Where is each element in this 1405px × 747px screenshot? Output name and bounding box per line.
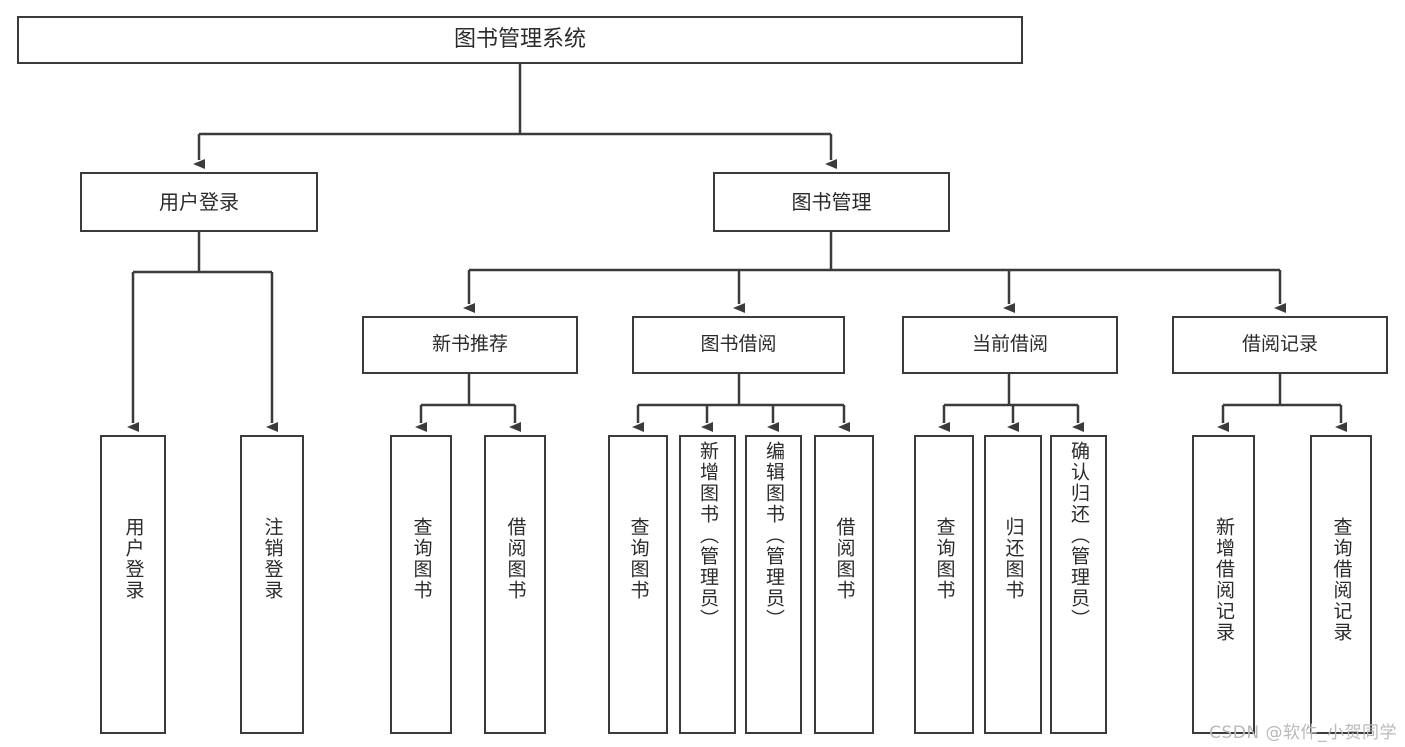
leaf-node-label: 用户登录 <box>122 517 145 601</box>
node-book-management[interactable]: 图书管理 <box>713 172 950 232</box>
leaf-node[interactable]: 借阅图书 <box>484 435 546 734</box>
node-borrowing-records-label: 借阅记录 <box>1241 333 1318 356</box>
leaf-node-label: 查询图书 <box>933 517 956 601</box>
leaf-node-label: 编辑图书（管理员） <box>763 441 785 630</box>
node-root-system[interactable]: 图书管理系统 <box>17 16 1023 64</box>
node-current-borrowing[interactable]: 当前借阅 <box>902 316 1118 374</box>
leaf-node[interactable]: 查询图书 <box>914 435 974 734</box>
leaf-node[interactable]: 查询图书 <box>390 435 452 734</box>
node-user-login-label: 用户登录 <box>159 189 239 214</box>
node-new-book-recommendation-label: 新书推荐 <box>431 333 508 356</box>
leaf-node[interactable]: 查询借阅记录 <box>1310 435 1372 734</box>
node-user-login[interactable]: 用户登录 <box>80 172 318 232</box>
node-borrowing-records[interactable]: 借阅记录 <box>1172 316 1388 374</box>
leaf-node-label: 确认归还（管理员） <box>1068 441 1090 630</box>
node-book-management-label: 图书管理 <box>791 189 872 214</box>
leaf-node-label: 查询图书 <box>627 517 650 601</box>
leaf-node-label: 借阅图书 <box>833 517 856 601</box>
leaf-node-label: 查询图书 <box>410 517 433 601</box>
leaf-node[interactable]: 确认归还（管理员） <box>1050 435 1107 734</box>
leaf-node[interactable]: 用户登录 <box>100 435 166 734</box>
leaf-node-label: 查询借阅记录 <box>1330 517 1353 643</box>
leaf-node[interactable]: 借阅图书 <box>814 435 874 734</box>
leaf-node[interactable]: 归还图书 <box>984 435 1042 734</box>
leaf-node[interactable]: 查询图书 <box>608 435 668 734</box>
node-book-borrowing[interactable]: 图书借阅 <box>632 316 845 374</box>
node-new-book-recommendation[interactable]: 新书推荐 <box>362 316 578 374</box>
leaf-node-label: 新增图书（管理员） <box>697 441 719 630</box>
watermark-text: CSDN @软件_小贺同学 <box>1209 723 1397 743</box>
leaf-node[interactable]: 新增图书（管理员） <box>679 435 736 734</box>
leaf-node-label: 注销登录 <box>261 517 284 601</box>
leaf-node-label: 借阅图书 <box>504 517 527 601</box>
leaf-node[interactable]: 编辑图书（管理员） <box>745 435 802 734</box>
leaf-node[interactable]: 新增借阅记录 <box>1192 435 1255 734</box>
leaf-node-label: 新增借阅记录 <box>1213 517 1235 643</box>
node-root-label: 图书管理系统 <box>453 27 586 53</box>
leaf-node-label: 归还图书 <box>1002 517 1025 601</box>
leaf-node[interactable]: 注销登录 <box>240 435 304 734</box>
node-book-borrowing-label: 图书借阅 <box>700 333 777 356</box>
node-current-borrowing-label: 当前借阅 <box>971 333 1048 356</box>
